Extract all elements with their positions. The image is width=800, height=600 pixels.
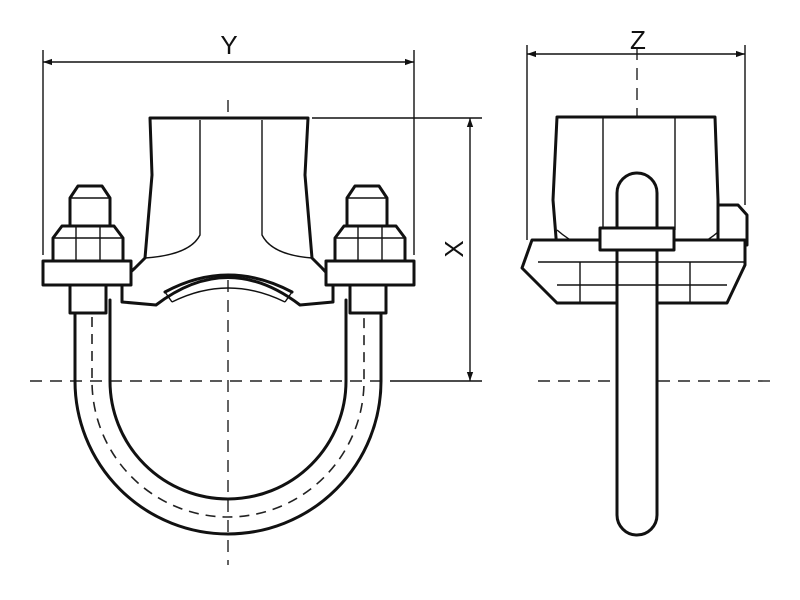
saddle-outline: [120, 116, 335, 307]
right-hex-nut: [333, 224, 407, 263]
right-nut-assembly: [324, 184, 416, 315]
gasket-lower-arc: [171, 287, 286, 303]
outlet-rib-right: [261, 120, 313, 259]
dimension-z-label: Z: [630, 25, 646, 55]
outlet-rib-left: [144, 120, 201, 259]
u-bolt-outer-edge: [73, 280, 383, 536]
dimension-z: Z: [526, 25, 746, 240]
gasket-edge-right: [284, 291, 293, 303]
left-nut-assembly: [41, 184, 133, 315]
dimension-y: Y: [42, 30, 415, 255]
right-bolt-end: [345, 184, 389, 228]
side-bolt-nut: [598, 226, 676, 252]
saddle-body: [120, 116, 335, 307]
u-bolt-inner-edge: [108, 298, 348, 501]
dimension-x: X: [312, 117, 482, 382]
right-bolt-thread: [348, 283, 388, 315]
side-bolt-shank: [615, 171, 659, 537]
side-nut-boss: [716, 203, 749, 247]
left-bolt-thread: [68, 283, 108, 315]
gasket-edge-left: [164, 291, 173, 303]
right-washer: [324, 259, 416, 287]
front-view: Y X: [30, 30, 482, 565]
saddle-inner-arc: [163, 273, 294, 294]
u-bolt: [73, 280, 383, 536]
side-view: Z: [520, 25, 772, 537]
dimension-y-label: Y: [220, 30, 237, 60]
left-washer: [41, 259, 133, 287]
dimension-x-label: X: [439, 240, 469, 257]
u-bolt-hidden-axis: [91, 300, 365, 518]
side-bolt: [598, 171, 676, 537]
left-hex-nut: [51, 224, 125, 263]
left-bolt-end: [68, 184, 112, 228]
